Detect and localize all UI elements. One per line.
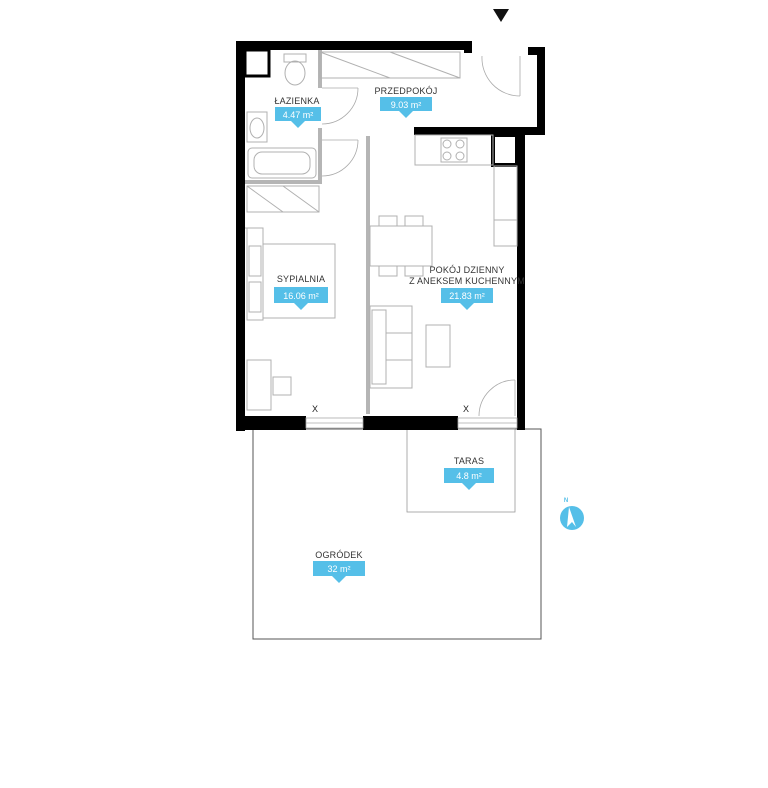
hallway-name: PRZEDPOKÓJ [374, 86, 437, 96]
compass-north-icon: N [560, 498, 584, 530]
terrace-area-pointer [462, 483, 476, 490]
doors [305, 55, 521, 429]
bathroom-area-badge [275, 107, 321, 121]
garden-area-badge [313, 561, 365, 576]
garden-name: OGRÓDEK [315, 550, 362, 560]
entrance-arrow-icon [493, 9, 509, 22]
garden-area: 32 m² [327, 564, 350, 574]
living-area-pointer [460, 303, 474, 310]
terrace-name: TARAS [454, 456, 484, 466]
bathroom-area: 4.47 m² [283, 110, 314, 120]
garden-area-pointer [332, 576, 346, 583]
bedroom-window-mark: X [312, 404, 318, 414]
walls [236, 41, 545, 431]
terrace-area: 4.8 m² [456, 471, 482, 481]
terrace-area-badge [444, 468, 494, 483]
bedroom-name: SYPIALNIA [277, 274, 325, 284]
living-name-line2: Z ANEKSEM KUCHENNYM [409, 276, 525, 286]
living-window-mark: X [463, 404, 469, 414]
living-name-line1: POKÓJ DZIENNY [429, 265, 504, 275]
terrace-area [406, 428, 516, 513]
bedroom-area-badge [274, 287, 328, 303]
furniture [245, 51, 518, 411]
bathroom-name: ŁAZIENKA [274, 96, 319, 106]
hallway-area-badge [380, 97, 432, 111]
living-area-badge [441, 288, 493, 303]
compass-label: N [564, 498, 568, 504]
hallway-area-pointer [399, 111, 413, 118]
bedroom-area-pointer [294, 303, 308, 310]
hallway-area: 9.03 m² [391, 100, 422, 110]
bathroom-area-pointer [291, 121, 305, 128]
living-area: 21.83 m² [449, 291, 485, 301]
bedroom-area: 16.06 m² [283, 291, 319, 301]
garden-area [252, 428, 542, 640]
